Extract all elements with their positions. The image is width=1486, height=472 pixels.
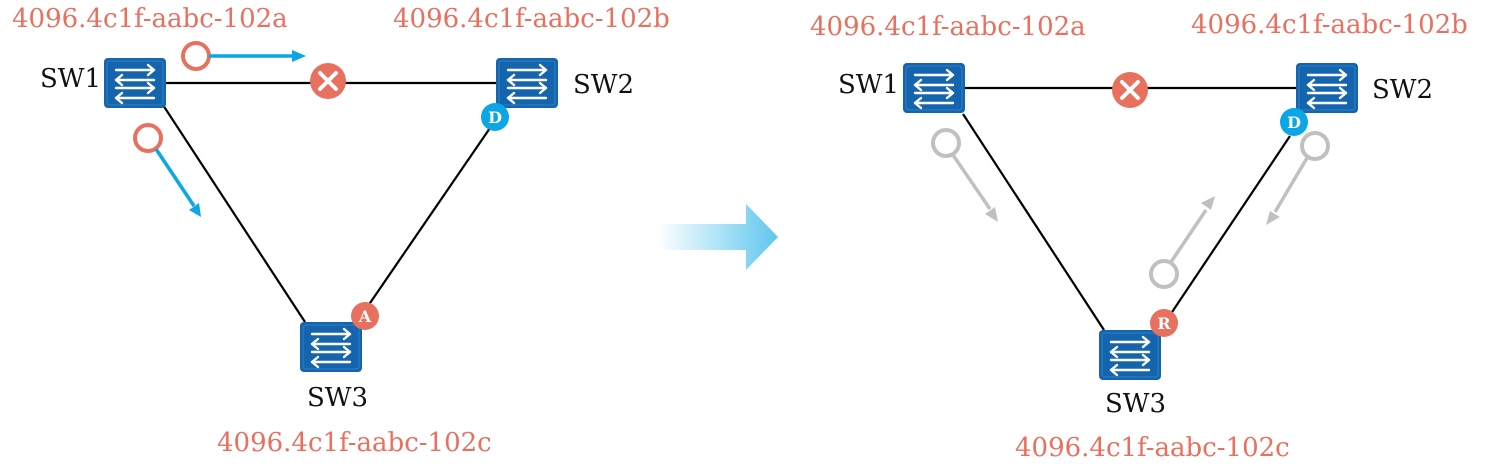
sw1-label: SW1 — [838, 70, 899, 100]
bpdu-flow-sw1-to-sw3 — [133, 123, 201, 217]
right-topology: D R 4096.4c1f-aabc-102a 4096.4c1f-aabc-1… — [810, 10, 1468, 463]
transition-arrow-icon — [658, 204, 778, 270]
port-role-label: R — [1157, 314, 1171, 333]
sw3-bridge-id: 4096.4c1f-aabc-102c — [217, 428, 492, 458]
alternate-port-badge: A — [351, 302, 379, 330]
sw3-label: SW3 — [1105, 389, 1166, 419]
sw3-label: SW3 — [307, 383, 368, 413]
port-role-label: D — [488, 108, 502, 127]
sw2-label: SW2 — [1372, 75, 1433, 105]
designated-port-badge: D — [1280, 108, 1308, 136]
bpdu-ring-icon — [1149, 259, 1179, 289]
switch-icon — [1296, 63, 1358, 113]
switch-icon — [903, 63, 965, 113]
switch-icon — [104, 58, 166, 108]
blocked-port-icon — [308, 61, 348, 101]
link-sw1-sw3 — [162, 104, 306, 323]
sw1-label: SW1 — [40, 64, 101, 94]
port-role-label: A — [358, 307, 372, 326]
bpdu-ring-icon — [931, 128, 961, 158]
bpdu-flow-inactive-sw2-to-sw3 — [1266, 131, 1330, 225]
sw2-bridge-id: 4096.4c1f-aabc-102b — [1191, 10, 1468, 40]
sw3-bridge-id: 4096.4c1f-aabc-102c — [1015, 433, 1290, 463]
sw2-label: SW2 — [573, 70, 634, 100]
sw2-bridge-id: 4096.4c1f-aabc-102b — [393, 4, 670, 34]
bpdu-ring-icon — [133, 123, 163, 153]
link-sw1-sw3 — [962, 113, 1105, 331]
port-role-label: D — [1287, 113, 1301, 132]
link-sw2-sw3 — [1159, 135, 1291, 331]
bpdu-ring-icon — [1300, 131, 1330, 161]
link-sw2-sw3 — [356, 127, 491, 323]
bpdu-flow-inactive-sw3-to-sw2 — [1149, 196, 1215, 289]
designated-port-badge: D — [481, 103, 509, 131]
bpdu-flow-sw1-to-sw2 — [181, 41, 306, 71]
switch-icon — [496, 58, 558, 108]
sw1-bridge-id: 4096.4c1f-aabc-102a — [810, 12, 1086, 42]
root-port-badge: R — [1150, 309, 1178, 337]
sw1-bridge-id: 4096.4c1f-aabc-102a — [12, 4, 288, 34]
bpdu-ring-icon — [181, 41, 211, 71]
bpdu-flow-inactive-sw1-to-sw3 — [931, 128, 998, 222]
switch-icon — [300, 322, 362, 372]
left-topology: D A 4096.4c1f-aabc-102a 4096.4c1f-aabc-1… — [12, 4, 670, 458]
blocked-port-icon — [1110, 70, 1150, 110]
switch-icon — [1099, 330, 1161, 380]
